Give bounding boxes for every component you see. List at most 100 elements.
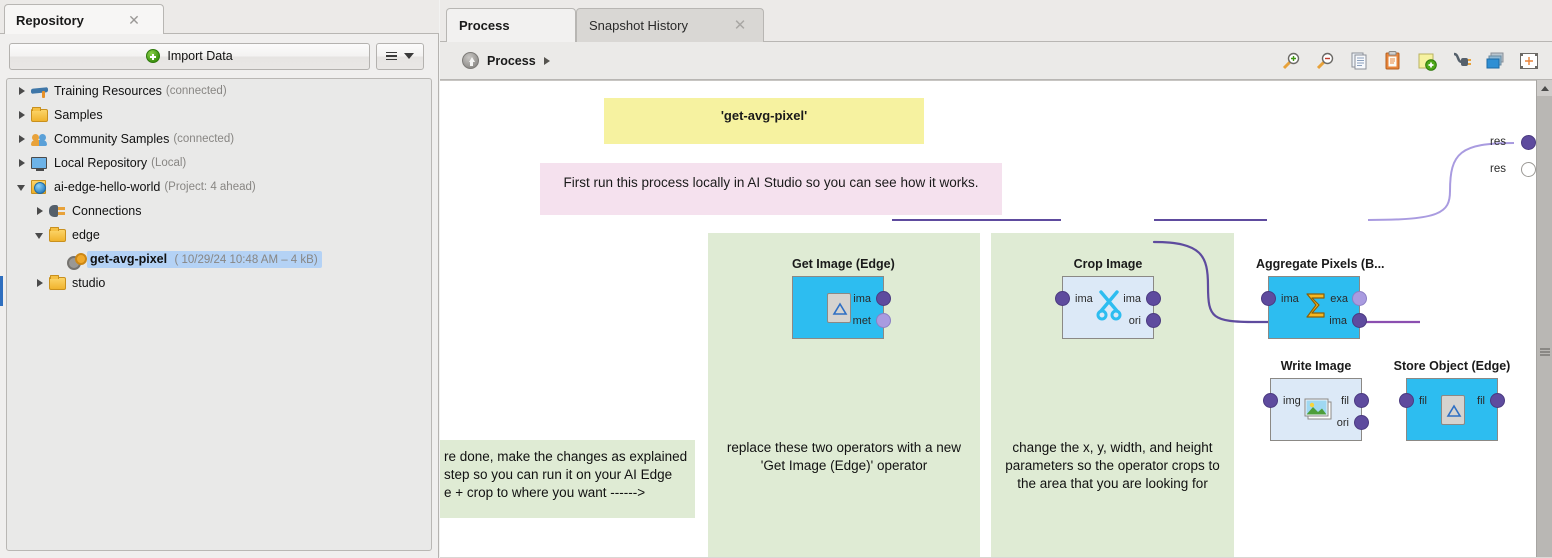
paste-icon[interactable]	[1382, 50, 1404, 72]
tab-snapshot-history[interactable]: Snapshot History ✕	[576, 8, 764, 42]
process-panel: Process Snapshot History ✕ Process	[440, 0, 1552, 558]
repository-panel: Repository ✕ Import Data Train	[0, 0, 439, 558]
operator-body[interactable]: ima met	[792, 276, 891, 339]
twisty-icon[interactable]	[15, 79, 31, 103]
port-label: ima	[1281, 293, 1299, 305]
tree-item-label: edge	[72, 228, 100, 242]
tree-item-training-resources[interactable]: Training Resources (connected)	[7, 79, 431, 103]
twisty-icon[interactable]	[15, 175, 31, 199]
monitor-icon	[31, 155, 49, 171]
port-out-fil[interactable]	[1354, 393, 1369, 408]
import-data-button[interactable]: Import Data	[9, 42, 370, 70]
tree-item-label: Connections	[72, 204, 142, 218]
twisty-icon[interactable]	[15, 151, 31, 175]
new-note-icon[interactable]	[1416, 50, 1438, 72]
port-label: ori	[1128, 315, 1141, 327]
canvas-vertical-scrollbar[interactable]	[1536, 80, 1552, 558]
port-out-ima[interactable]	[1352, 313, 1367, 328]
result-port-2[interactable]	[1512, 162, 1536, 178]
repository-tree[interactable]: Training Resources (connected) Samples C…	[6, 78, 432, 551]
close-icon[interactable]: ✕	[128, 12, 140, 28]
port-label: met	[852, 315, 871, 327]
green-note-get-image-text: replace these two operators with a new'G…	[726, 440, 962, 473]
pink-note[interactable]: First run this process locally in AI Stu…	[540, 163, 1002, 215]
port-out-ima[interactable]	[1146, 291, 1161, 306]
connection-icon	[49, 203, 67, 219]
tree-item-studio[interactable]: studio	[7, 271, 431, 295]
title-note[interactable]: 'get-avg-pixel'	[604, 98, 924, 144]
twisty-icon[interactable]	[33, 223, 49, 247]
process-canvas[interactable]: 'get-avg-pixel' First run this process l…	[440, 80, 1536, 558]
twisty-icon[interactable]	[33, 199, 49, 223]
operator-title: Get Image (Edge)	[792, 257, 895, 271]
operator-body[interactable]: ima exa ima	[1261, 276, 1367, 339]
connect-icon[interactable]	[1450, 50, 1472, 72]
process-gear-icon	[67, 251, 87, 270]
tab-repository[interactable]: Repository ✕	[4, 4, 164, 35]
tree-item-local-repository[interactable]: Local Repository (Local)	[7, 151, 431, 175]
twisty-icon[interactable]	[15, 103, 31, 127]
zoom-out-icon[interactable]	[1314, 50, 1336, 72]
operator-title: Crop Image	[1073, 257, 1143, 271]
repository-toolbar: Import Data	[0, 34, 438, 78]
port-label: exa	[1330, 293, 1348, 305]
tree-item-get-avg-pixel[interactable]: get-avg-pixel ( 10/29/24 10:48 AM – 4 kB…	[7, 247, 431, 271]
operator-title: Write Image	[1280, 359, 1352, 373]
copy-icon[interactable]	[1348, 50, 1370, 72]
tree-item-label: Community Samples	[54, 132, 170, 146]
tree-item-connections[interactable]: Connections	[7, 199, 431, 223]
breadcrumb-label[interactable]: Process	[487, 53, 536, 68]
folder-icon	[49, 227, 67, 243]
twisty-icon	[51, 247, 67, 271]
repository-menu-button[interactable]	[376, 42, 424, 70]
tree-item-edge[interactable]: edge	[7, 223, 431, 247]
chevron-right-icon	[543, 56, 550, 65]
hamburger-icon	[386, 51, 397, 61]
close-icon[interactable]: ✕	[733, 17, 747, 34]
process-tabbar: Process Snapshot History ✕	[440, 0, 1552, 42]
port-label: ori	[1336, 417, 1349, 429]
panel-drag-handle[interactable]	[0, 276, 3, 306]
green-note-left[interactable]	[440, 440, 695, 518]
import-data-label: Import Data	[167, 49, 233, 63]
twisty-icon[interactable]	[33, 271, 49, 295]
plus-circle-icon	[146, 49, 161, 63]
operator-body[interactable]: ima ima ori	[1055, 276, 1161, 339]
process-up-icon[interactable]	[462, 52, 479, 69]
port-label: ima	[1075, 293, 1093, 305]
port-res-filled[interactable]	[1521, 135, 1536, 150]
zoom-in-icon[interactable]	[1280, 50, 1302, 72]
port-out-met[interactable]	[876, 313, 891, 328]
port-in-ima[interactable]	[1261, 291, 1276, 306]
breadcrumb: Process	[440, 42, 1552, 80]
tree-item-meta: (Local)	[151, 157, 187, 169]
port-out-fil[interactable]	[1490, 393, 1505, 408]
tree-item-samples[interactable]: Samples	[7, 103, 431, 127]
tab-process[interactable]: Process	[446, 8, 576, 42]
port-out-ima[interactable]	[876, 291, 891, 306]
port-in-img[interactable]	[1263, 393, 1278, 408]
port-res-empty[interactable]	[1521, 162, 1536, 177]
fit-to-screen-icon[interactable]	[1518, 50, 1540, 72]
port-in-fil[interactable]	[1399, 393, 1414, 408]
tree-item-ai-edge-hello-world[interactable]: ai-edge-hello-world (Project: 4 ahead)	[7, 175, 431, 199]
sigma-icon	[1303, 291, 1329, 322]
chevron-up-icon[interactable]	[1537, 80, 1552, 96]
graduation-cap-icon	[31, 83, 49, 99]
operator-body[interactable]: img fil ori	[1263, 378, 1369, 441]
tree-item-community-samples[interactable]: Community Samples (connected)	[7, 127, 431, 151]
result-port-1[interactable]	[1512, 135, 1536, 151]
port-in-ima[interactable]	[1055, 291, 1070, 306]
port-out-exa[interactable]	[1352, 291, 1367, 306]
twisty-icon[interactable]	[15, 127, 31, 151]
port-label: ima	[1329, 315, 1347, 327]
operator-body[interactable]: fil fil	[1399, 378, 1505, 441]
port-out-ori[interactable]	[1354, 415, 1369, 430]
scroll-grip-icon[interactable]	[1540, 348, 1550, 356]
tree-item-meta: (connected)	[165, 85, 227, 97]
port-out-ori[interactable]	[1146, 313, 1161, 328]
port-label: fil	[1341, 395, 1349, 407]
layers-icon[interactable]	[1484, 50, 1506, 72]
